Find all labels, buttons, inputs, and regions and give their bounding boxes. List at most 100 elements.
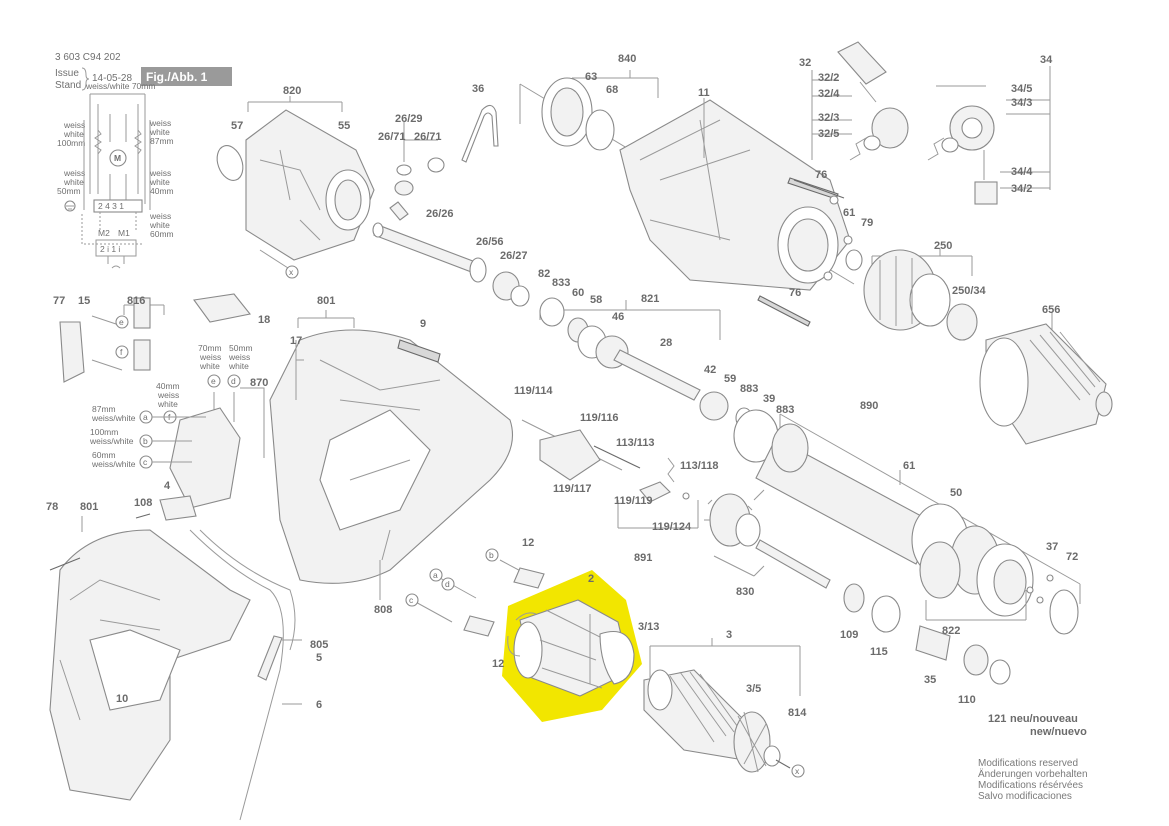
part-label-p60: 60 [572,287,584,299]
part-label-p2: 2 [588,573,594,585]
part-label-p108: 108 [134,497,152,509]
part-label-p119_124: 119/124 [652,521,692,533]
part-label-p840: 840 [618,53,636,65]
part-label-p115: 115 [870,646,888,658]
part-label-p12a: 12 [522,537,534,549]
part-label-p805: 805 [310,639,328,651]
issue-label: Issue [55,68,79,79]
part-label-p18: 18 [258,314,270,326]
part-label-p110: 110 [958,694,976,706]
circle-letter-b2: b [489,550,494,560]
part-label-p121: 121 [988,713,1006,725]
m2: M2 [98,228,110,238]
part-label-p250_34: 250/34 [952,285,987,297]
part-label-p26_71b: 26/71 [414,131,442,143]
part-label-p801b: 801 [80,501,98,513]
w50-c: white [228,361,249,371]
svg-text:M: M [114,153,121,163]
wiring-schematic: weiss/white 70mm weiss white 100mm weiss… [57,81,174,269]
part-label-p113_118: 113/118 [680,460,719,472]
part-label-p113_113: 113/113 [616,437,655,449]
circle-letter-b1: b [143,436,148,446]
circle-letter-x2: x [795,766,800,776]
part-label-p28: 28 [660,337,672,349]
part-label-p32_4: 32/4 [818,88,840,100]
circle-letter-d1: d [231,376,236,386]
w70-b: weiss [199,352,221,362]
wiring-left1-c: 100mm [57,138,85,148]
note-line: Salvo modificaciones [978,791,1072,802]
m1: M1 [118,228,130,238]
part-group-250 [863,248,978,341]
part-label-p26_56: 26/56 [476,236,504,248]
circle-letter-c2: c [409,595,414,605]
part-label-p34_4: 34/4 [1011,166,1033,178]
w70-c: white [199,361,220,371]
part-label-p119_116: 119/116 [580,412,619,424]
part-label-p808: 808 [374,604,392,616]
part-label-p37: 37 [1046,541,1058,553]
part-group-820: x [216,96,375,279]
w40-b: weiss [157,390,179,400]
part-label-p77: 77 [53,295,65,307]
part-label-p76a: 76 [815,169,827,181]
part-label-p26_71a: 26/71 [378,131,406,143]
part-label-p32_5: 32/5 [818,128,839,140]
circle-letter-e2: e [211,376,216,386]
wiring-right2-c: 40mm [150,186,174,196]
part-label-p59: 59 [724,373,736,385]
note-line: Änderungen vorbehalten [978,769,1088,780]
part-label-p82: 82 [538,268,550,280]
part-label-p26_27: 26/27 [500,250,528,262]
w60-b: weiss/white [91,459,136,469]
w40-a: 40mm [156,381,180,391]
wiring-right1-c: 87mm [150,136,174,146]
figure-label: Fig./Abb. 1 [146,70,208,84]
part-label-p17: 17 [290,335,302,347]
part-6-cable [189,529,284,821]
part-label-p830: 830 [736,586,754,598]
part-group-801a [269,310,514,584]
part-group-801b [49,516,251,801]
part-109 [843,583,865,613]
part-label-p78: 78 [46,501,58,513]
wiring-left2-b: white [63,177,84,187]
header: 3 603 C94 202 Issue Stand 14-05-28 Fig./… [55,52,232,91]
part-label-p119_119: 119/119 [614,495,653,507]
wiring-right1-a: weiss [149,118,171,128]
part-label-p32: 32 [799,57,811,69]
part-label-p5: 5 [316,652,322,664]
part-label-p50: 50 [950,487,962,499]
part-group-35 [915,625,1011,685]
terminals: 2 4 3 1 [98,201,124,211]
w50-a: 50mm [229,343,253,353]
leader-808 [379,529,391,600]
part-group-891 [521,419,699,529]
part-label-p68: 68 [606,84,618,96]
part-group-821 [539,297,753,429]
part-group-32 [811,41,909,161]
part-label-p6: 6 [316,699,322,711]
part-group-870: e d a f b c [135,374,265,521]
w100-a: 100mm [90,427,118,437]
part-label-p250: 250 [934,240,952,252]
part-label-p34_2: 34/2 [1011,183,1032,195]
wiring-left2-c: 50mm [57,186,81,196]
part-label-p79: 79 [861,217,873,229]
part-label-p870: 870 [250,377,268,389]
part-number: 3 603 C94 202 [55,52,121,63]
part-label-p34: 34 [1040,54,1053,66]
wiring-right3-a: weiss [149,211,171,221]
wiring-left1-b: white [63,129,84,139]
part-label-p26_29: 26/29 [395,113,423,125]
circle-letter-a2: a [433,570,438,580]
part-5-sleeve [257,635,283,681]
modifications-notes: Modifications reserved Änderungen vorbeh… [978,758,1088,802]
highlighted-part-2[interactable] [502,570,642,722]
part-label-p32_3: 32/3 [818,112,839,124]
part-label-p55: 55 [338,120,350,132]
w40-c: white [157,399,178,409]
part-label-p39: 39 [763,393,775,405]
part-label-p109: 109 [840,629,858,641]
